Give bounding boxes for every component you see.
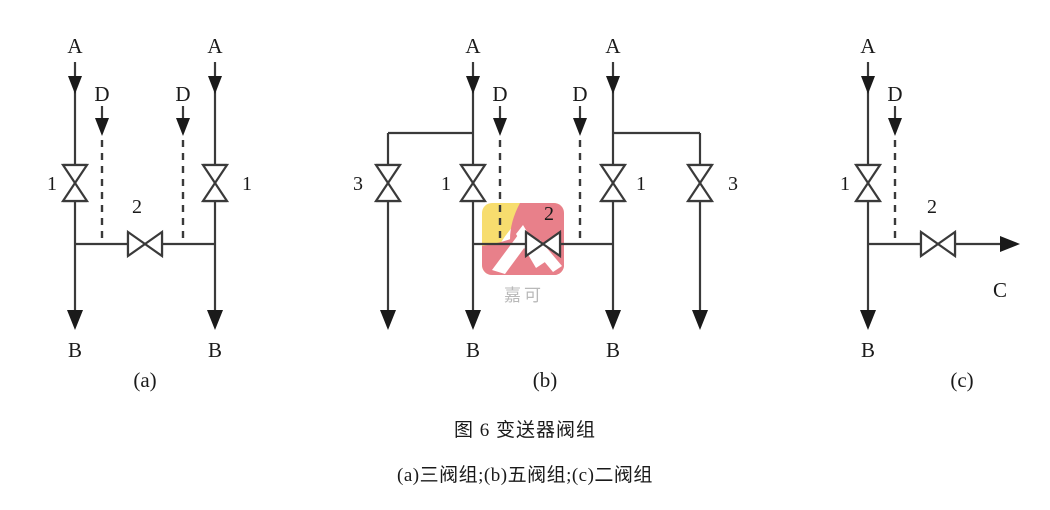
panel-a-label-D-right: D xyxy=(175,82,190,106)
panel-a-label-B-right: B xyxy=(208,338,222,362)
panel-b-right-vent-arrowhead xyxy=(692,310,708,330)
panel-b-right-A-arrowhead xyxy=(606,76,620,94)
panel-a-num-2: 2 xyxy=(132,196,142,218)
figure-caption-subtitle: (a)三阀组;(b)五阀组;(c)二阀组 xyxy=(397,465,653,486)
panel-c-valve-2[interactable] xyxy=(919,229,957,259)
panel-c-label-D: D xyxy=(887,82,902,106)
panel-b-valve-3-right[interactable] xyxy=(685,163,715,203)
panel-a-valve-2[interactable] xyxy=(126,229,164,259)
panel-b-left-A-arrowhead xyxy=(466,76,480,94)
panel-b-left-D-arrowhead xyxy=(493,118,507,136)
panel-a: A A D D B B 1 1 2 (a) xyxy=(47,34,252,392)
panel-c-num-1: 1 xyxy=(840,173,850,195)
panel-b-valve-1-left[interactable] xyxy=(458,163,488,203)
panel-a-right-A-arrowhead xyxy=(208,76,222,94)
panel-a-left-D-arrowhead xyxy=(95,118,109,136)
panel-a-label-A-right: A xyxy=(207,34,223,58)
panel-c-num-2: 2 xyxy=(927,196,937,218)
panel-b-label-A-right: A xyxy=(605,34,621,58)
panel-b-label-A-left: A xyxy=(465,34,481,58)
panel-c-C-arrowhead xyxy=(1000,236,1020,252)
panel-a-valve-1-right[interactable] xyxy=(200,163,230,203)
watermark-text: 嘉可 xyxy=(504,286,544,305)
panel-a-right-B-arrowhead xyxy=(207,310,223,330)
panel-b-left-vent-arrowhead xyxy=(380,310,396,330)
figure-caption-title: 图 6 变送器阀组 xyxy=(453,420,596,441)
panel-a-label-B-left: B xyxy=(68,338,82,362)
panel-c-A-arrowhead xyxy=(861,76,875,94)
panel-a-left-A-arrowhead xyxy=(68,76,82,94)
panel-b-label-D-left: D xyxy=(492,82,507,106)
panel-c-B-arrowhead xyxy=(860,310,876,330)
panel-a-right-D-arrowhead xyxy=(176,118,190,136)
panel-a-valve-1-left[interactable] xyxy=(60,163,90,203)
panel-b-label-D-right: D xyxy=(572,82,587,106)
panel-a-label-D-left: D xyxy=(94,82,109,106)
panel-c-label-C: C xyxy=(993,278,1007,302)
panel-a-label-A-left: A xyxy=(67,34,83,58)
panel-c-valve-1[interactable] xyxy=(853,163,883,203)
panel-b-num-1-left: 1 xyxy=(441,173,451,195)
panel-b: A A D D B B 3 1 1 3 2 (b) xyxy=(353,34,738,392)
panel-b-valve-2[interactable] xyxy=(524,229,562,259)
panel-b-label-B-right: B xyxy=(606,338,620,362)
panel-c-sub-label: (c) xyxy=(950,368,973,392)
panel-a-sub-label: (a) xyxy=(133,368,156,392)
panel-b-right-B-arrowhead xyxy=(605,310,621,330)
panel-b-num-3-left: 3 xyxy=(353,173,363,195)
panel-b-sub-label: (b) xyxy=(533,368,558,392)
panel-b-num-2: 2 xyxy=(544,203,554,225)
panel-b-num-1-right: 1 xyxy=(636,173,646,195)
panel-a-num-1-left: 1 xyxy=(47,173,57,195)
panel-b-right-D-arrowhead xyxy=(573,118,587,136)
panel-c: A D B C 1 2 (c) xyxy=(840,34,1020,392)
panel-a-left-B-arrowhead xyxy=(67,310,83,330)
panel-a-num-1-right: 1 xyxy=(242,173,252,195)
panel-c-D-arrowhead xyxy=(888,118,902,136)
panel-b-valve-1-right[interactable] xyxy=(598,163,628,203)
panel-c-label-B: B xyxy=(861,338,875,362)
panel-b-num-3-right: 3 xyxy=(728,173,738,195)
panel-c-label-A: A xyxy=(860,34,876,58)
watermark-logo: 嘉可 xyxy=(482,203,564,305)
panel-b-left-B-arrowhead xyxy=(465,310,481,330)
panel-b-valve-3-left[interactable] xyxy=(373,163,403,203)
panel-b-label-B-left: B xyxy=(466,338,480,362)
